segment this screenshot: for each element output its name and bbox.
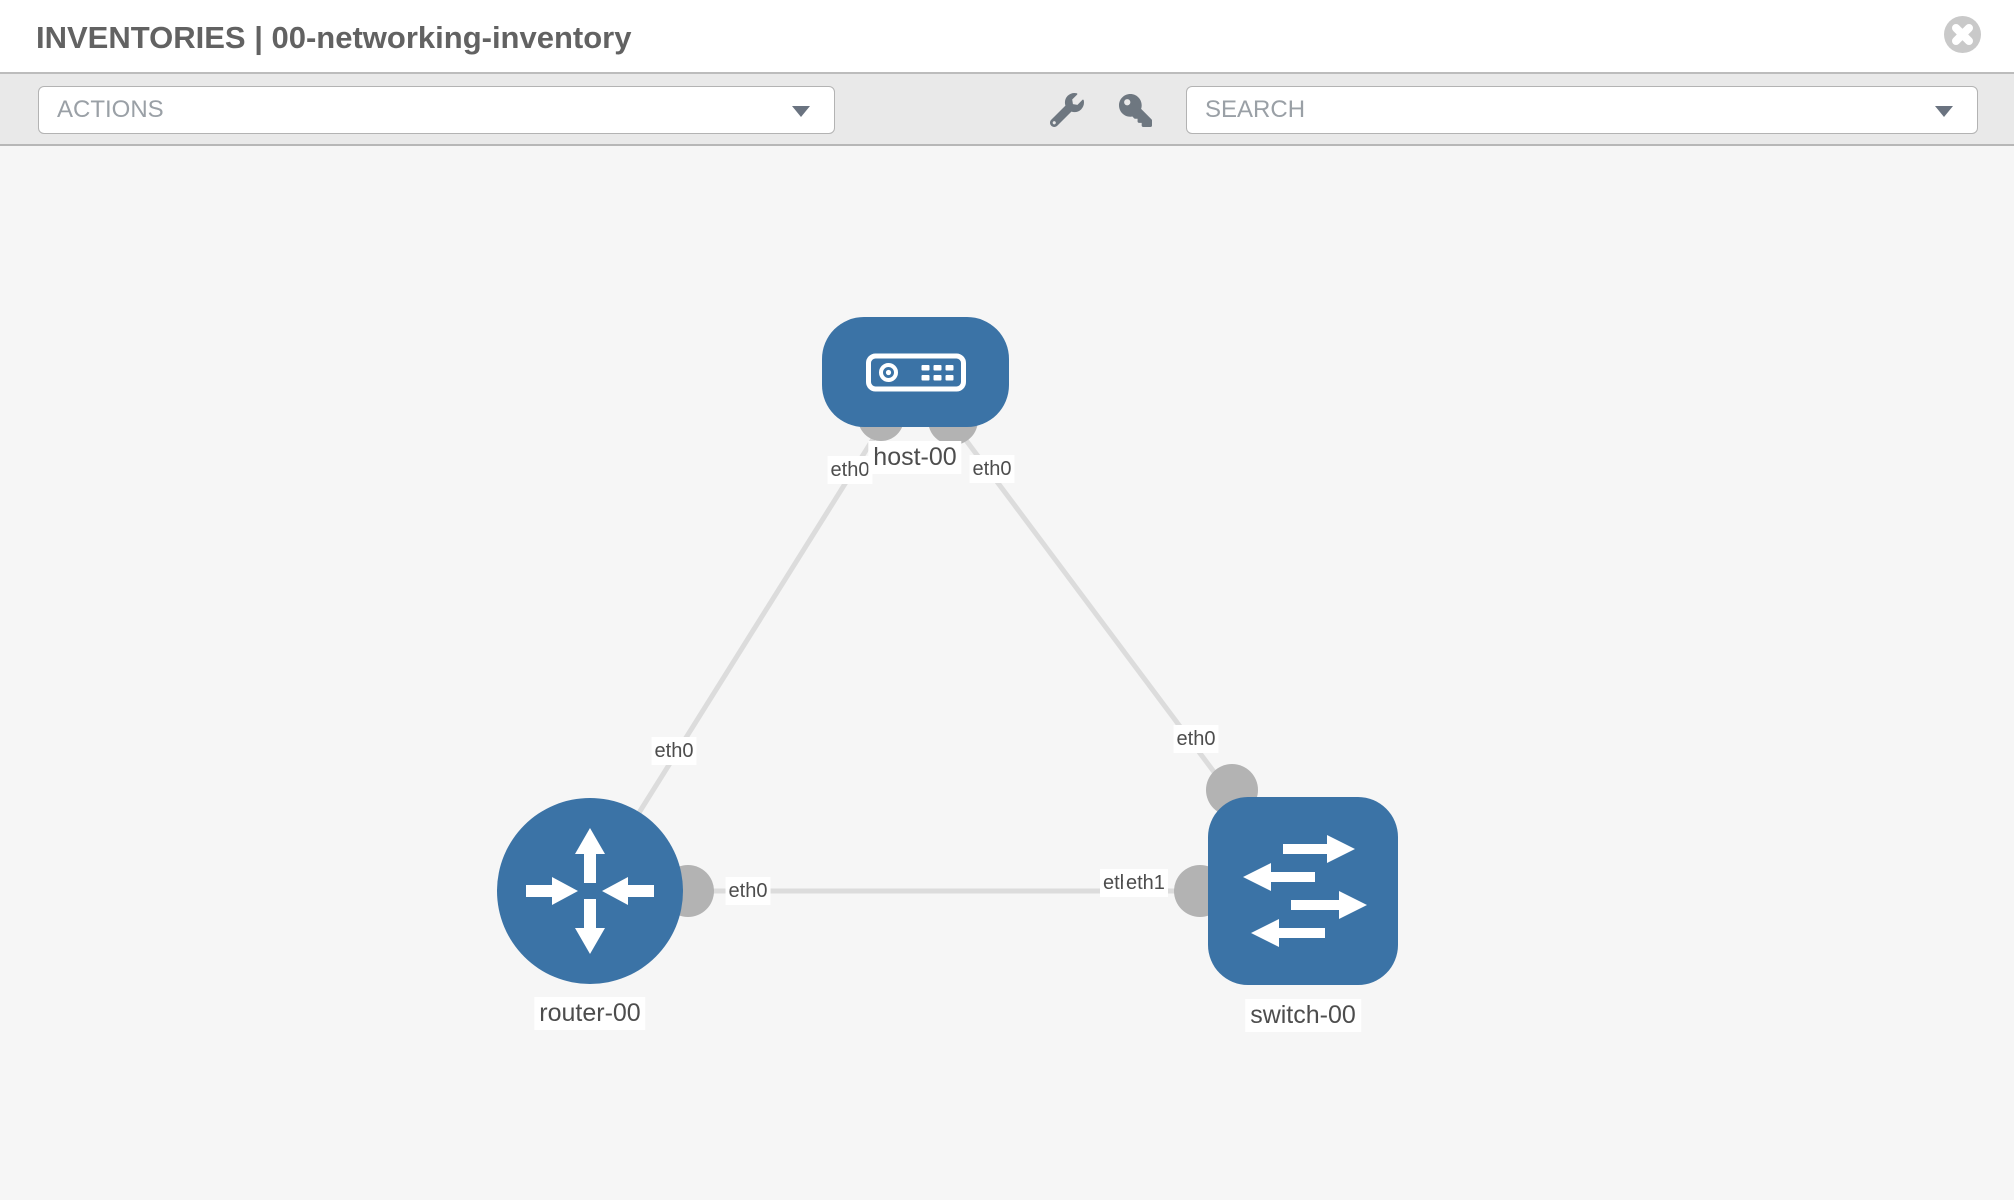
tools-button[interactable] <box>1045 87 1089 133</box>
chevron-down-icon <box>792 106 810 117</box>
host-icon <box>866 353 966 392</box>
node-label-switch: switch-00 <box>1245 999 1361 1032</box>
search-placeholder: SEARCH <box>1205 96 1306 123</box>
search-dropdown[interactable]: SEARCH <box>1186 86 1978 134</box>
iface-label-host-left: eth0 <box>827 456 873 484</box>
actions-dropdown-label: ACTIONS <box>57 96 164 123</box>
node-switch[interactable] <box>1208 797 1398 985</box>
node-router[interactable] <box>497 798 683 984</box>
header: INVENTORIES | 00-networking-inventory <box>0 0 2014 72</box>
toolbar: ACTIONS SEARCH <box>0 72 2014 146</box>
router-icon <box>526 828 654 954</box>
iface-label-router-right: eth0 <box>725 877 771 905</box>
topology-canvas[interactable]: eth0 eth0 eth0 eth0 eth0 eth1 eth0 host-… <box>0 146 2014 1200</box>
close-icon <box>1952 24 1973 45</box>
node-label-router: router-00 <box>534 997 646 1030</box>
iface-label-router-top: eth0 <box>651 737 697 765</box>
iface-label-switch-left-eth1: eth1 <box>1123 869 1168 897</box>
actions-dropdown[interactable]: ACTIONS <box>38 86 835 134</box>
node-host[interactable] <box>822 317 1009 427</box>
credentials-button[interactable] <box>1113 87 1157 133</box>
wrench-icon <box>1050 93 1084 127</box>
node-label-host: host-00 <box>868 441 962 474</box>
chevron-down-icon <box>1935 106 1953 117</box>
key-icon <box>1118 93 1152 127</box>
iface-label-host-right: eth0 <box>969 455 1015 483</box>
close-button[interactable] <box>1944 16 1981 53</box>
page-title: INVENTORIES | 00-networking-inventory <box>36 20 632 55</box>
switch-icon <box>1243 835 1367 947</box>
iface-label-switch-top: eth0 <box>1173 725 1219 753</box>
